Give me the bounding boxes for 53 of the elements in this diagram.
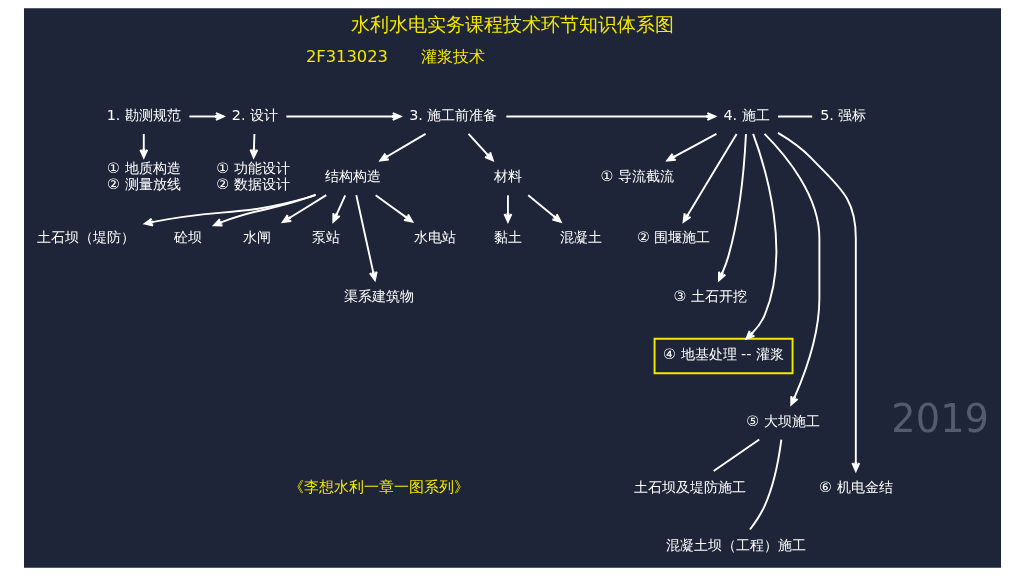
arrow [467,133,494,162]
connector [712,438,760,472]
node-text: ② 围堰施工 [636,229,710,246]
arrow [143,194,317,227]
arrow [682,133,738,223]
arrow [138,133,148,159]
node-text: ① 功能设计 ② 数据设计 [215,160,290,193]
node-text: ① 地质构造 ② 测量放线 [106,160,181,193]
node-text: 3. 施工前准备 [408,106,497,123]
node-text: 结构构造 [324,168,381,185]
node-text: 黏土 [493,229,522,246]
label: 灌浆技术 [420,46,485,66]
node-text: 混凝土坝（工程）施工 [665,537,806,554]
node-text: ⑤ 大坝施工 [745,412,820,429]
arrow [745,132,777,340]
node-text: 水电站 [413,229,456,246]
arrow [378,132,426,162]
node-text: 水闸 [242,229,271,246]
caption: 《李想水利一章一图系列》 [288,477,469,496]
label: 2F313023 [305,46,388,66]
node-text: ⑥ 机电金结 [818,478,893,495]
arrow [526,194,562,223]
arrow [249,133,258,159]
arrow [331,194,346,223]
arrow [354,194,378,281]
connector [776,115,813,118]
node-text: 混凝土 [559,229,602,246]
arrow [212,193,317,227]
node-text: 泵站 [311,229,340,246]
node-text: 渠系建筑物 [343,287,414,304]
arrow [776,131,860,472]
arrow [717,133,747,282]
arrow [374,194,413,223]
node-text: 2. 设计 [231,106,278,123]
node-text: 土石坝（堤防） [36,229,135,246]
arrow [763,132,820,406]
node-text: 4. 施工 [722,106,770,123]
diagram-title: 水利水电实务课程技术环节知识体系图 [350,13,674,37]
arrow [665,132,717,162]
arrow [281,194,327,223]
arrow [284,112,401,121]
connector [748,438,782,531]
node-text: 砼坝 [173,229,202,246]
arrow [503,194,512,223]
node-text: 材料 [493,168,522,185]
node-text: 土石坝及堤防施工 [633,478,746,495]
node-text: ③ 土石开挖 [672,287,747,304]
node-text: ① 导流截流 [600,168,674,185]
arrow [504,112,716,121]
node-box: ④ 地基处理 -- 灌浆 [653,337,794,375]
node-text: 5. 强标 [819,106,866,123]
arrow [187,112,225,121]
node-text: 1. 勘测规范 [106,106,181,123]
